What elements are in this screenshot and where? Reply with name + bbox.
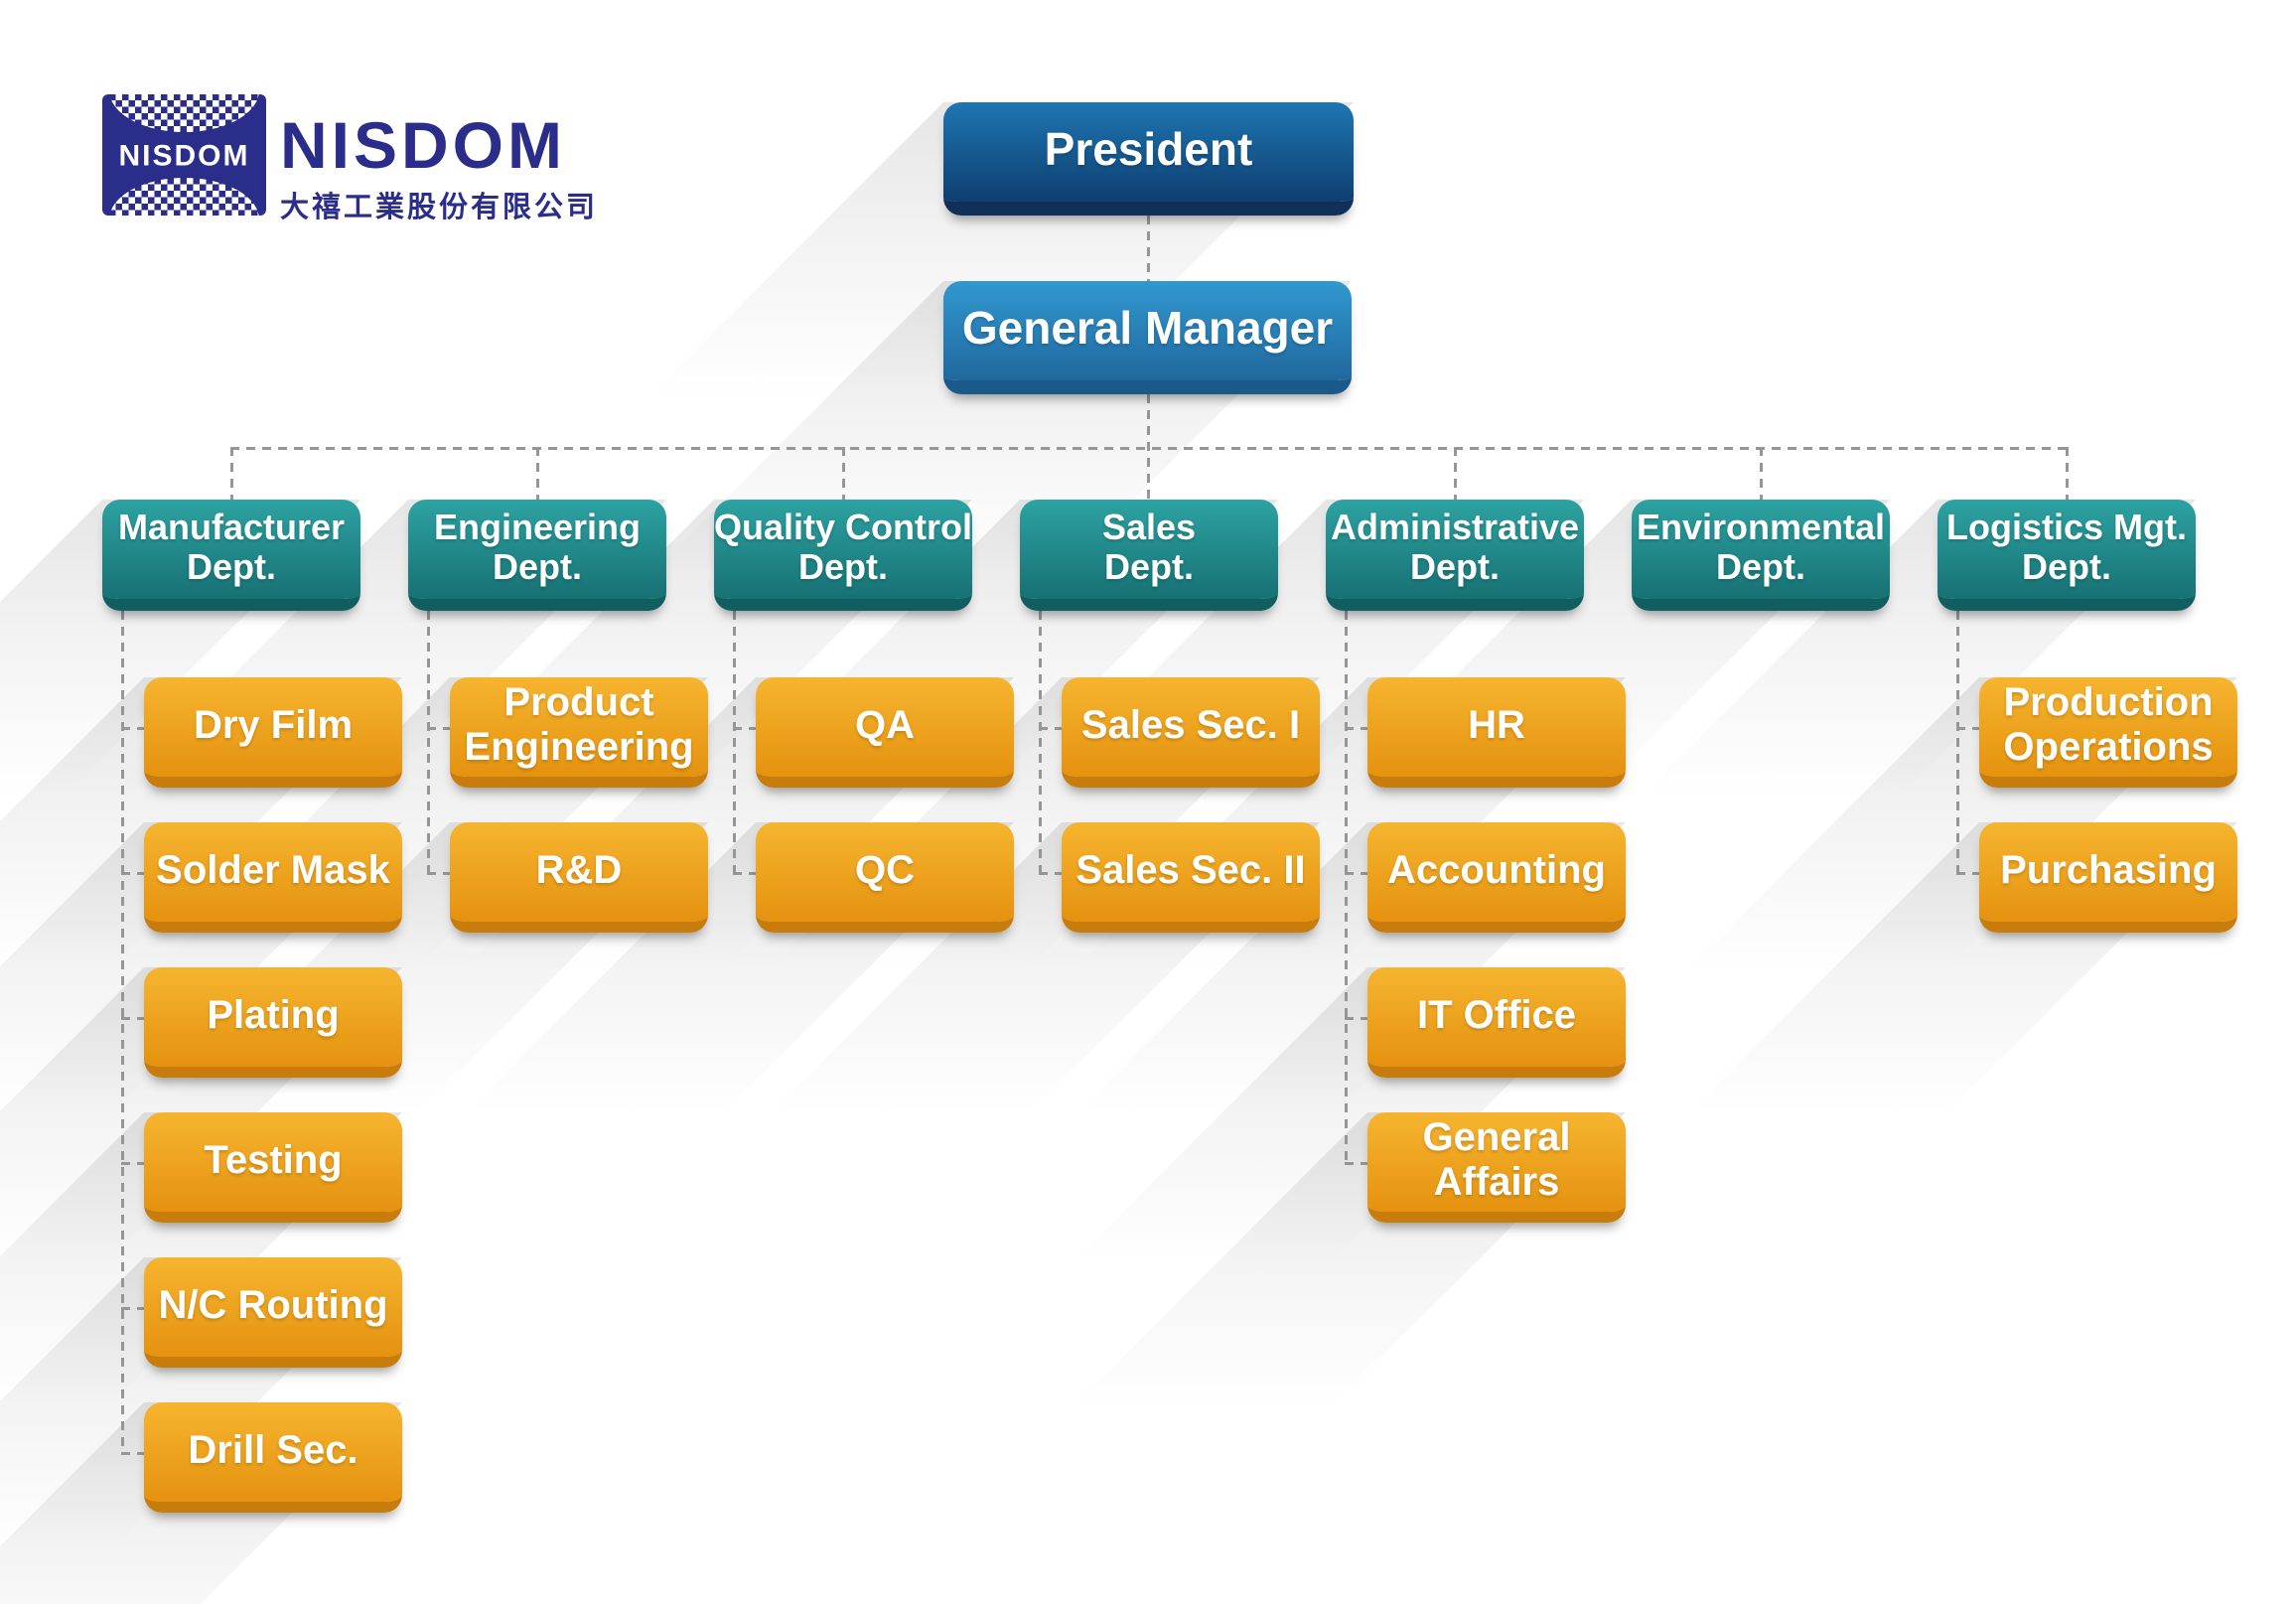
org-node-qc: QC [756, 822, 1014, 933]
brand-wordmark: NISDOM [280, 108, 566, 182]
org-node-label: QA [855, 702, 915, 747]
org-node-general-affairs: General Affairs [1367, 1112, 1626, 1223]
connector-line [2066, 447, 2069, 502]
org-node-label: Product Engineering [464, 680, 694, 769]
org-node-testing: Testing [144, 1112, 402, 1223]
connector-line [121, 1162, 144, 1165]
org-node-label: QC [855, 847, 915, 892]
connector-line [1956, 611, 1959, 875]
org-node-dry-film: Dry Film [144, 677, 402, 788]
connector-line [121, 611, 124, 1455]
org-node-it-office: IT Office [1367, 967, 1626, 1078]
org-node-label: R&D [535, 847, 623, 892]
org-node-label: Production Operations [2003, 680, 2214, 769]
connector-line [427, 611, 430, 875]
connector-line [427, 872, 450, 875]
org-node-label: Drill Sec. [188, 1427, 359, 1472]
org-node-solder-mask: Solder Mask [144, 822, 402, 933]
org-node-engineering: Engineering Dept. [408, 500, 666, 611]
connector-line [1345, 611, 1348, 1165]
connector-line [536, 447, 539, 502]
org-node-label: General Manager [961, 302, 1334, 355]
org-node-label: General Affairs [1422, 1115, 1571, 1204]
connector-line [230, 447, 233, 502]
org-node-label: IT Office [1416, 992, 1577, 1037]
org-node-label: Sales Sec. II [1076, 847, 1306, 892]
org-node-product-engineering: Product Engineering [450, 677, 708, 788]
org-node-logistics: Logistics Mgt. Dept. [1937, 500, 2196, 611]
connector-line [121, 1452, 144, 1455]
org-node-label: Plating [207, 992, 340, 1037]
org-node-label: Purchasing [2000, 847, 2217, 892]
connector-line [121, 872, 144, 875]
org-node-accounting: Accounting [1367, 822, 1626, 933]
org-node-nc-routing: N/C Routing [144, 1257, 402, 1368]
org-node-administrative: Administrative Dept. [1326, 500, 1584, 611]
org-node-label: Testing [204, 1137, 343, 1182]
connector-line [230, 447, 2068, 450]
connector-line [121, 727, 144, 730]
nisdom-logo-emblem: NISDOM [102, 94, 266, 216]
org-node-manufacturer: Manufacturer Dept. [102, 500, 360, 611]
org-node-sales-sec-i: Sales Sec. I [1062, 677, 1320, 788]
org-node-label: Solder Mask [156, 847, 390, 892]
org-node-label: HR [1468, 702, 1525, 747]
connector-line [733, 872, 756, 875]
org-node-label: Environmental Dept. [1636, 506, 1886, 587]
connector-line [1454, 447, 1457, 502]
connector-line [121, 1307, 144, 1310]
connector-line [1956, 727, 1979, 730]
connector-line [121, 1017, 144, 1020]
org-node-environmental: Environmental Dept. [1632, 500, 1890, 611]
org-node-label: Dry Film [193, 702, 354, 747]
org-node-drill-sec: Drill Sec. [144, 1402, 402, 1513]
org-node-sales: Sales Dept. [1020, 500, 1278, 611]
brand-block: NISDOM 大禧工業股份有限公司 [280, 94, 598, 225]
nisdom-logo: NISDOM NISDOM 大禧工業股份有限公司 [102, 94, 598, 225]
brand-company-name-zh: 大禧工業股份有限公司 [280, 192, 599, 223]
org-node-plating: Plating [144, 967, 402, 1078]
org-node-r-and-d: R&D [450, 822, 708, 933]
connector-line [1760, 447, 1763, 502]
connector-line [842, 447, 845, 502]
connector-line [1956, 872, 1979, 875]
org-node-quality-control: Quality Control Dept. [714, 500, 972, 611]
connector-line [1345, 1162, 1367, 1165]
org-node-purchasing: Purchasing [1979, 822, 2237, 933]
connector-line [427, 727, 450, 730]
org-node-sales-sec-ii: Sales Sec. II [1062, 822, 1320, 933]
org-node-label: Engineering Dept. [433, 506, 642, 587]
org-node-label: Administrative Dept. [1330, 506, 1580, 587]
connector-line [733, 611, 736, 875]
connector-line [733, 727, 756, 730]
org-node-label: Accounting [1387, 847, 1606, 892]
org-node-qa: QA [756, 677, 1014, 788]
connector-line [1039, 611, 1042, 875]
org-node-production-operations: Production Operations [1979, 677, 2237, 788]
connector-line [1147, 216, 1150, 281]
connector-line [1039, 872, 1062, 875]
connector-line [1345, 1017, 1367, 1020]
org-node-president: President [943, 102, 1354, 216]
org-node-hr: HR [1367, 677, 1626, 788]
org-node-label: Sales Dept. [1101, 506, 1197, 587]
connector-line [1345, 872, 1367, 875]
org-node-label: Quality Control Dept. [714, 506, 972, 587]
connector-line [1345, 727, 1367, 730]
org-node-label: N/C Routing [158, 1282, 388, 1327]
emblem-text: NISDOM [118, 139, 250, 173]
connector-line [1039, 727, 1062, 730]
org-node-label: Logistics Mgt. Dept. [1946, 506, 2187, 587]
org-node-label: Manufacturer Dept. [117, 506, 346, 587]
org-node-general-manager: General Manager [943, 281, 1352, 394]
org-node-label: Sales Sec. I [1080, 702, 1301, 747]
org-node-label: President [1044, 123, 1253, 176]
